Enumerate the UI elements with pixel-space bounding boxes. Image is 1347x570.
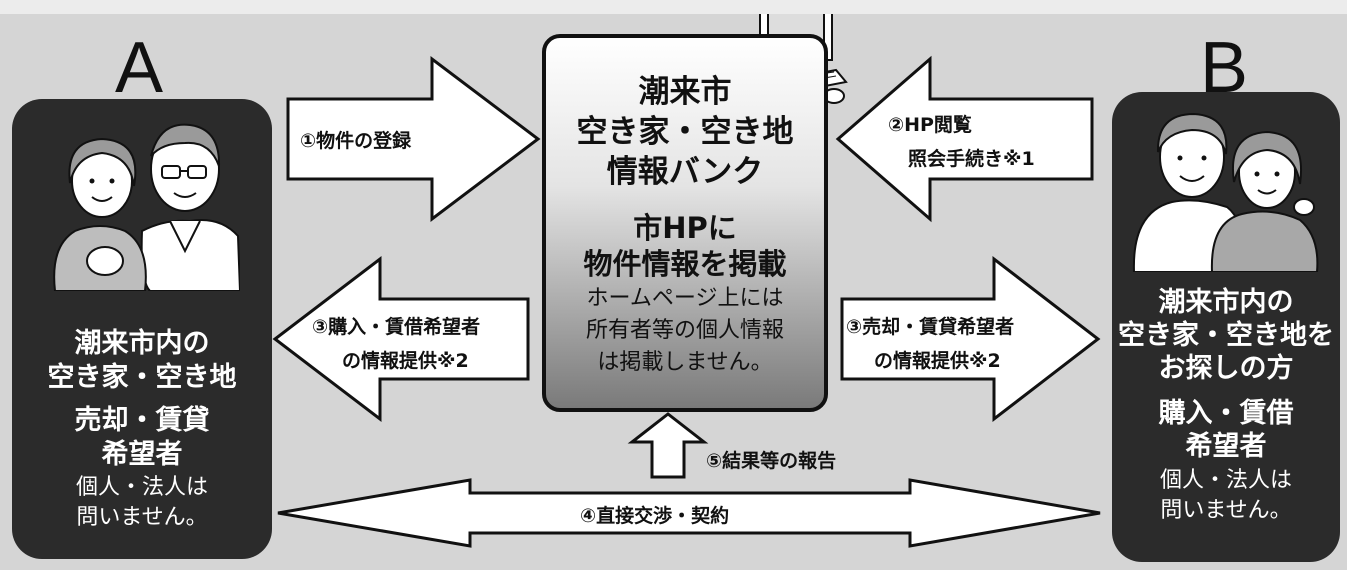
arrow-browse (835, 55, 1094, 223)
step-3-right-label-b: の情報提供※2 (874, 350, 1001, 372)
center-note-1: ホームページ上には (586, 286, 784, 311)
party-a-panel: 潮来市内の 空き家・空き地 売却・賃貸 希望者 個人・法人は 問いません。 (12, 99, 272, 559)
step-1-label: ①物件の登録 (300, 130, 412, 152)
center-subtitle-2: 物件情報を掲載 (583, 247, 787, 281)
center-title-2: 空き家・空き地 (576, 114, 794, 150)
party-a-note-2: 問いません。 (76, 505, 208, 530)
step-3-left-label-b: の情報提供※2 (342, 350, 469, 372)
step-2-label-a: ②HP閲覧 (888, 114, 972, 136)
couple-illustration-icon (1132, 112, 1319, 272)
party-b-line-3: お探しの方 (1158, 353, 1294, 384)
arrow-report (627, 412, 709, 479)
party-b-note-1: 個人・法人は (1159, 468, 1292, 493)
step-2-label-b: 照会手続き※1 (908, 148, 1035, 170)
arrow-negotiate (277, 478, 1101, 548)
step-3-right-label-a: ③売却・賃貸希望者 (846, 316, 1015, 338)
party-b-note-2: 問いません。 (1160, 498, 1292, 523)
party-a-line-4: 希望者 (101, 439, 183, 470)
center-title-3: 情報バンク (606, 154, 764, 190)
arrow-info-to-b (840, 255, 1101, 423)
step-4-label: ④直接交渉・契約 (580, 505, 730, 527)
center-title-1: 潮来市 (638, 74, 732, 110)
arrow-register (286, 55, 541, 223)
party-b-line-5: 希望者 (1185, 431, 1267, 462)
couple-illustration-icon (53, 123, 240, 291)
center-subtitle-1: 市HPに (633, 211, 737, 245)
center-note-2: 所有者等の個人情報 (585, 318, 784, 343)
party-a-note-1: 個人・法人は (75, 475, 208, 500)
party-b-line-4: 購入・賃借 (1158, 398, 1294, 429)
arrow-info-to-a (272, 255, 530, 423)
party-b-line-2: 空き家・空き地を (1118, 320, 1334, 351)
party-a-line-3: 売却・賃貸 (74, 405, 210, 436)
party-a-line-2: 空き家・空き地 (47, 362, 237, 393)
party-a-line-1: 潮来市内の (74, 328, 210, 359)
party-a-letter: A (115, 28, 164, 108)
info-bank-box: 潮来市 空き家・空き地 情報バンク 市HPに 物件情報を掲載 ホームページ上には… (542, 34, 828, 412)
step-5-label: ⑤結果等の報告 (706, 450, 837, 472)
party-b-panel: 潮来市内の 空き家・空き地を お探しの方 購入・賃借 希望者 個人・法人は 問い… (1112, 92, 1340, 562)
step-3-left-label-a: ③購入・賃借希望者 (312, 316, 481, 338)
party-b-line-1: 潮来市内の (1158, 287, 1294, 318)
diagram-canvas: A B 潮来市内の 空き家・空き地 売却・賃貸 希望者 個人・法人は 問いま (0, 14, 1347, 570)
center-note-3: は掲載しません。 (597, 350, 773, 375)
